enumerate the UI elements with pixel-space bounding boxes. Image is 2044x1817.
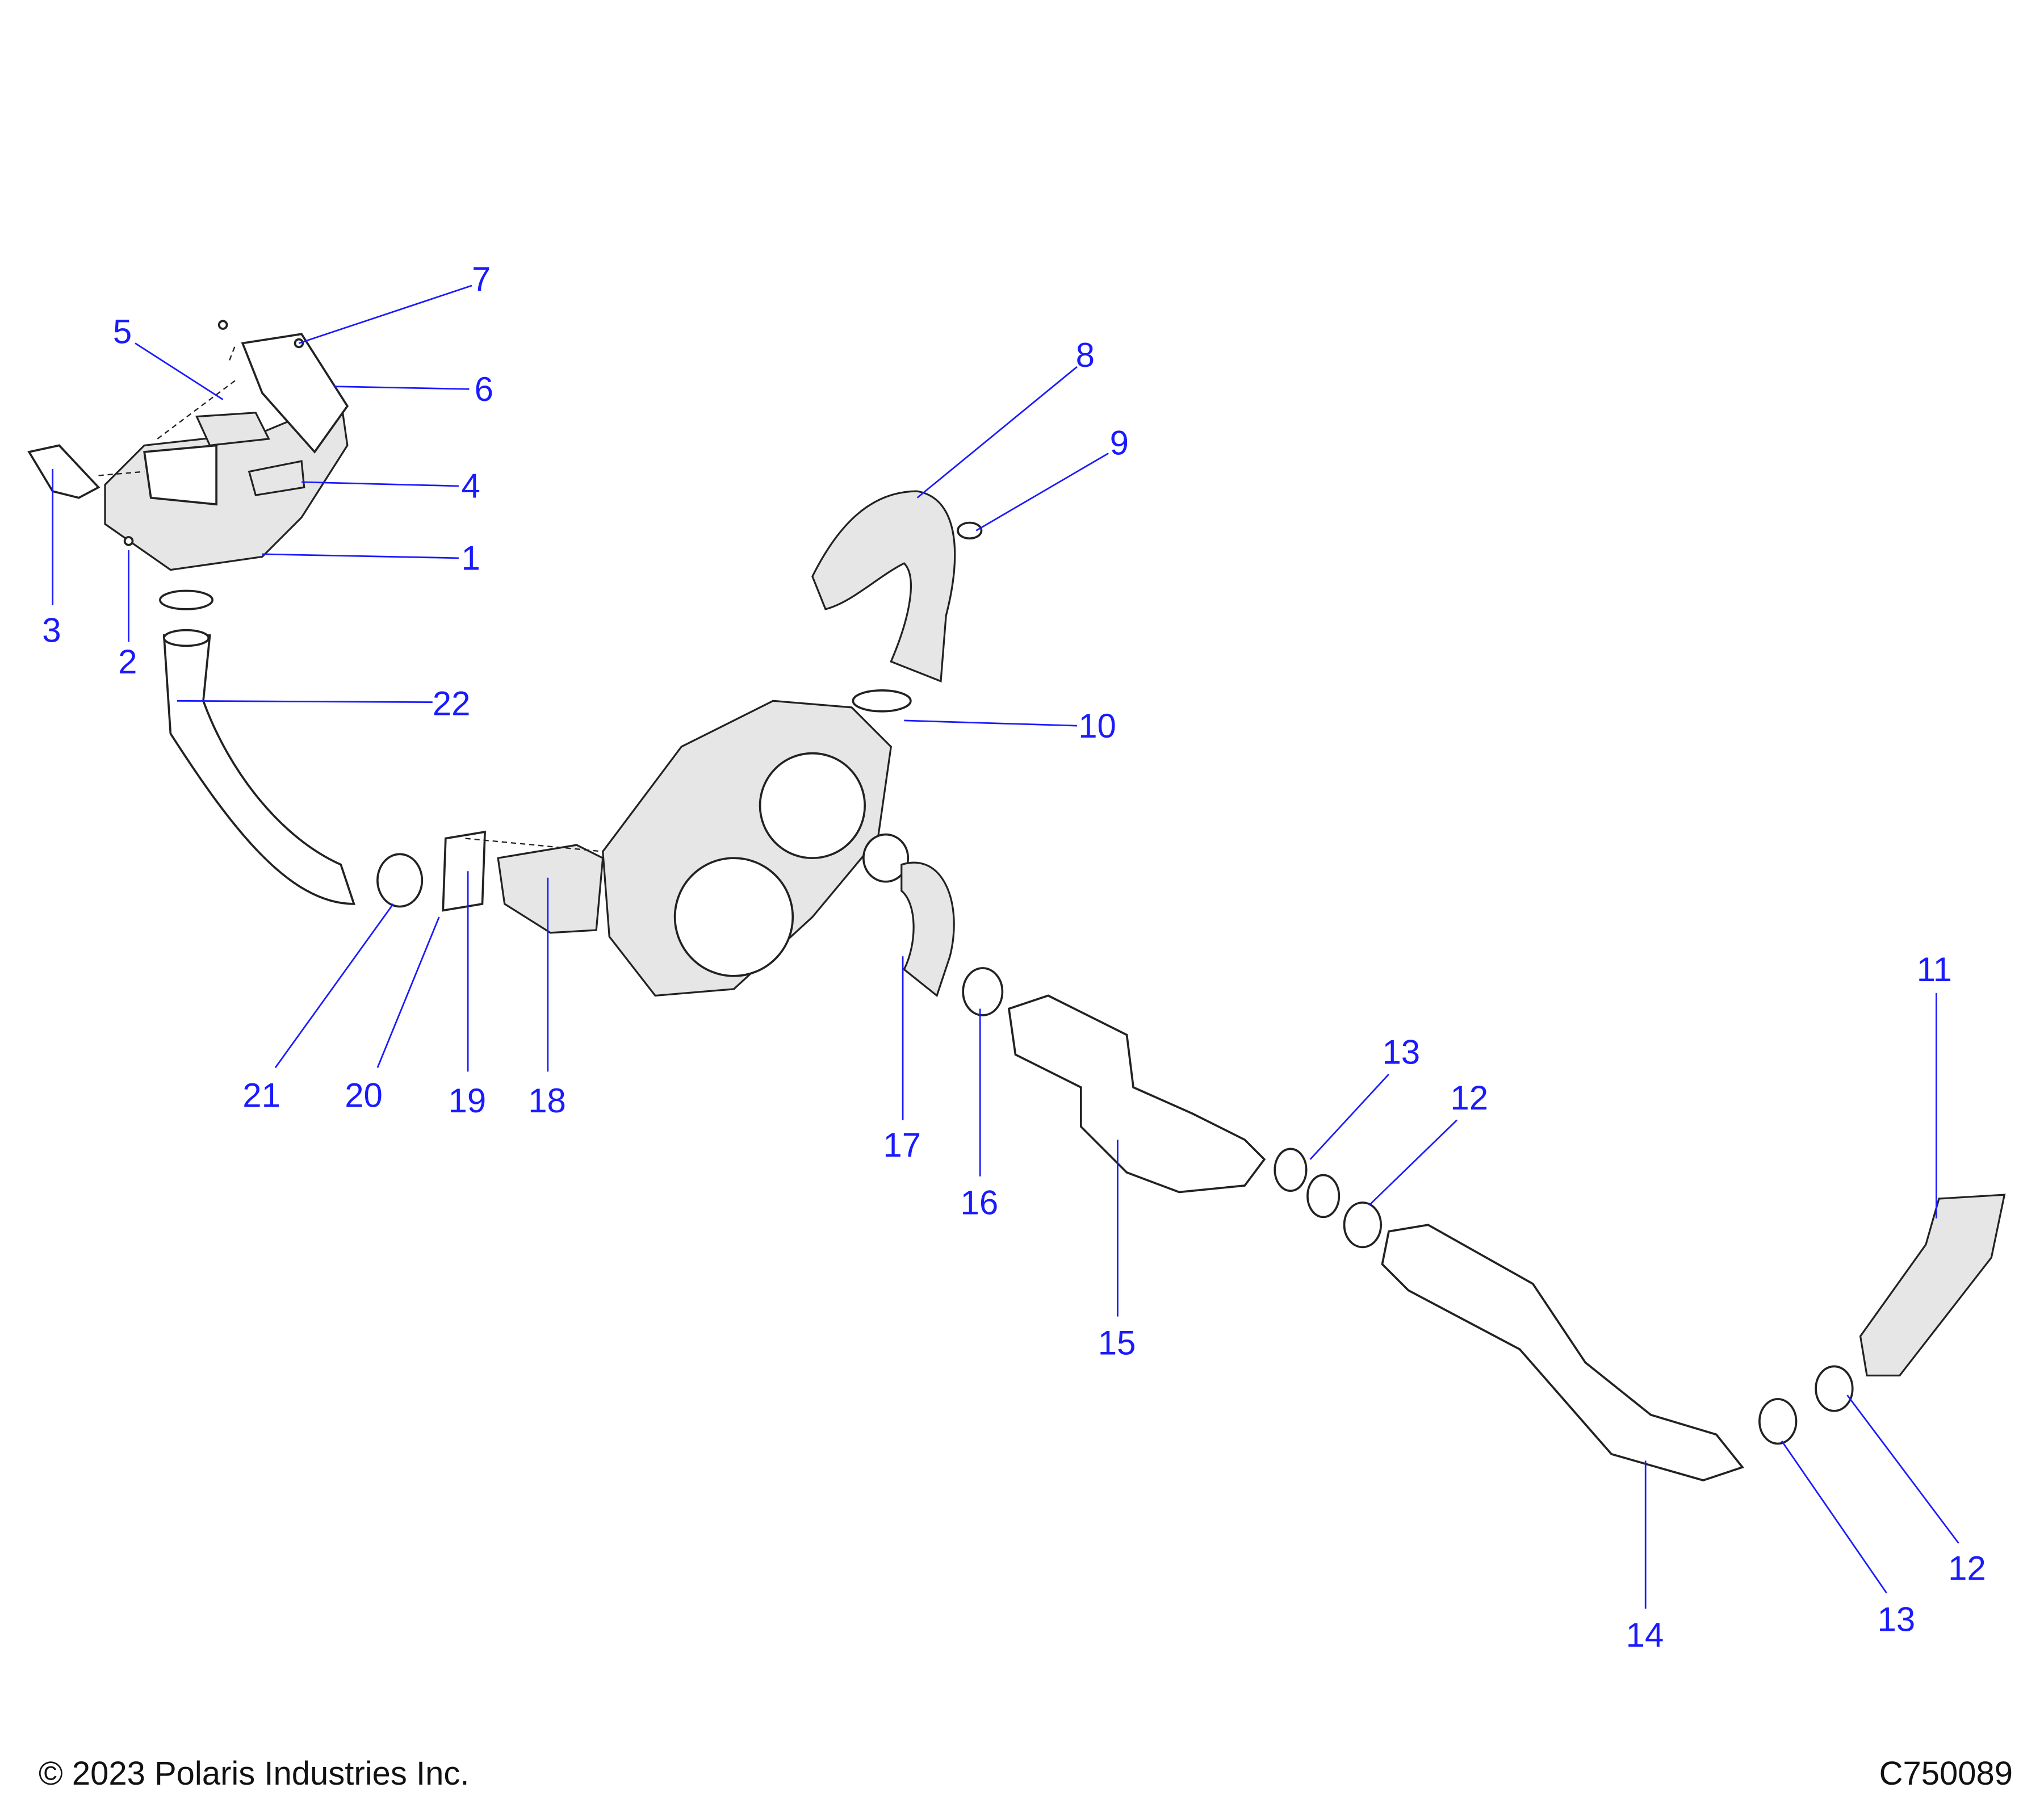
snorkel-11: [1859, 1194, 2006, 1377]
callout-11: 11: [1917, 951, 1952, 989]
callout-12-lower: 12: [1948, 1549, 1986, 1587]
copyright-text: © 2023 Polaris Industries Inc.: [39, 1755, 470, 1792]
callout-21: 21: [242, 1077, 280, 1115]
callout-10: 10: [1078, 707, 1116, 745]
callout-8: 8: [1076, 336, 1095, 374]
airbox-assembly: [27, 320, 349, 571]
clamp-upper: [159, 589, 214, 610]
clamp-13b: [1758, 1398, 1798, 1445]
intake-adapter-18: [465, 838, 604, 934]
elbow-17: [900, 861, 955, 998]
callout-13-lower: 13: [1878, 1600, 1916, 1638]
outlet-duct-8: [811, 490, 956, 683]
callout-19: 19: [448, 1082, 486, 1120]
clamp-10: [852, 689, 912, 713]
callout-20: 20: [345, 1077, 383, 1115]
callout-2: 2: [118, 643, 137, 681]
clamp-12b: [1815, 1365, 1854, 1412]
callout-14: 14: [1626, 1616, 1664, 1654]
duct-15: [1007, 994, 1266, 1194]
o-ring-9: [957, 521, 983, 540]
clutch-cover: [602, 700, 892, 997]
callout-7: 7: [472, 260, 491, 298]
clamp-12a: [1343, 1201, 1383, 1249]
callout-6: 6: [475, 370, 493, 408]
callout-15: 15: [1098, 1324, 1136, 1362]
clamp-cvt: [862, 833, 910, 883]
callout-18: 18: [528, 1082, 566, 1120]
callout-4: 4: [462, 467, 480, 505]
flange-19: [442, 830, 487, 912]
callout-17: 17: [883, 1126, 921, 1164]
callout-12-upper: 12: [1450, 1079, 1488, 1117]
clamp-16: [962, 967, 1004, 1016]
callout-3: 3: [42, 611, 61, 649]
clamp-13a2: [1306, 1174, 1341, 1219]
inlet-duct-22: [162, 629, 355, 905]
callout-16: 16: [961, 1184, 999, 1222]
duct-14: [1381, 1224, 1745, 1481]
leader-lines: [52, 284, 1959, 1609]
clamp-13a: [1274, 1148, 1308, 1192]
callout-13-upper: 13: [1382, 1033, 1420, 1071]
callout-22: 22: [433, 685, 471, 723]
callout-9: 9: [1110, 424, 1129, 462]
clamp-21: [376, 853, 424, 908]
diagram-id: C750089: [1879, 1755, 2013, 1792]
callout-1: 1: [462, 539, 480, 577]
callout-5: 5: [113, 312, 132, 350]
